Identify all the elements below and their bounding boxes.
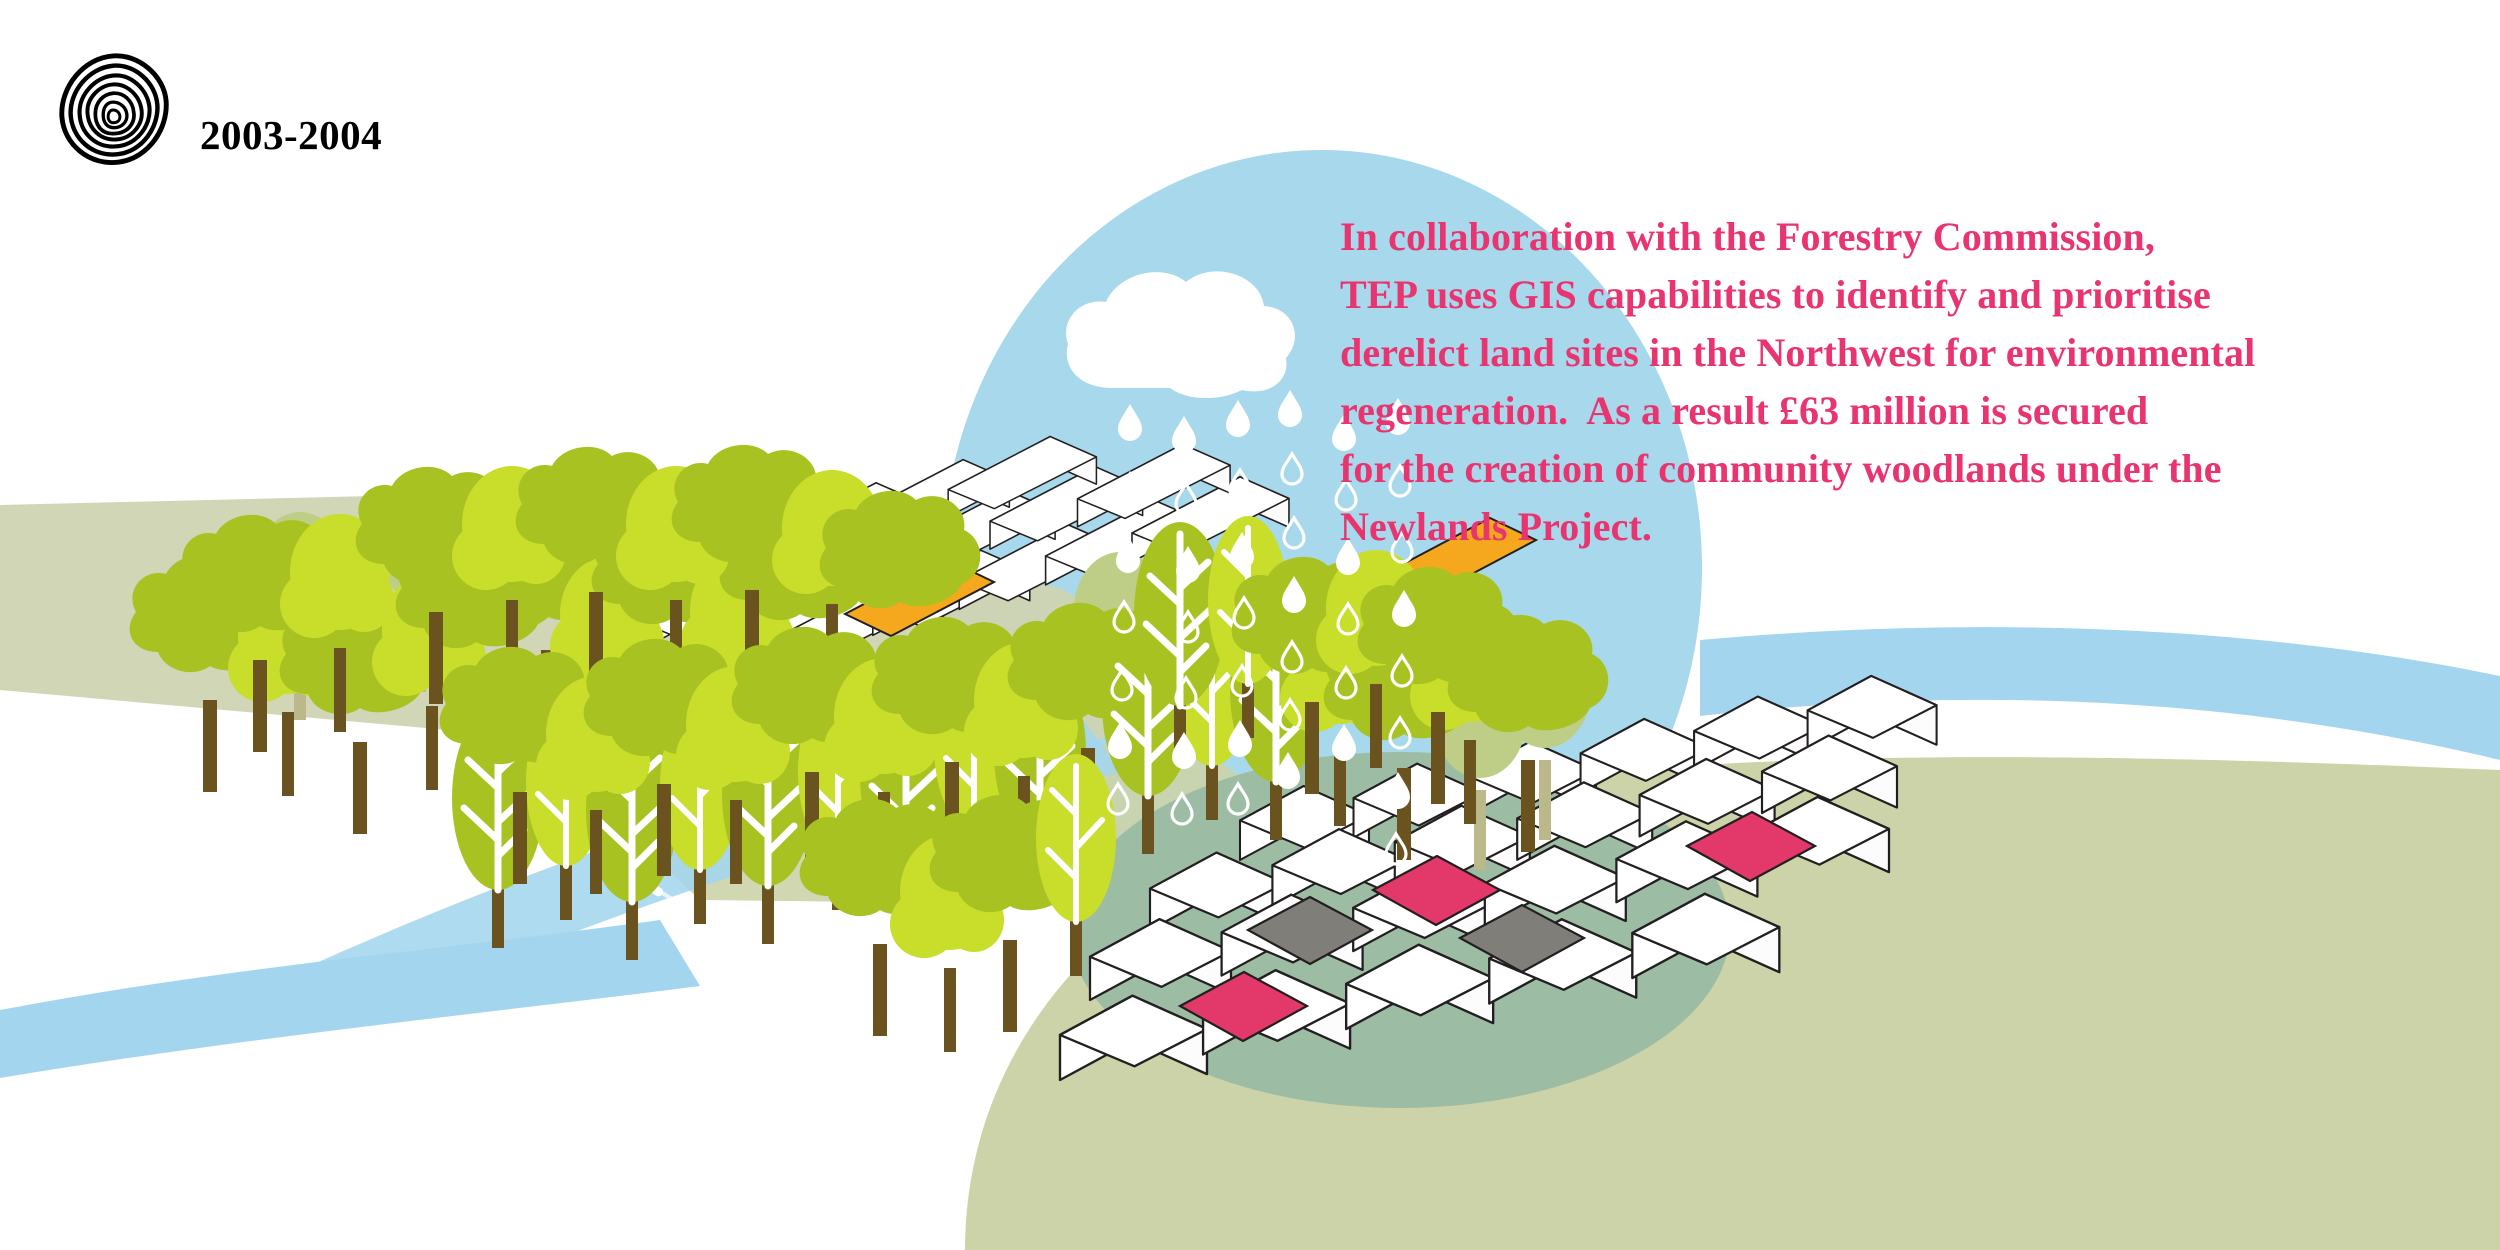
copy-line-4: regeneration. As a result £63 million is… [1340, 388, 2149, 433]
roof-accent-pink-lower [1177, 810, 1818, 1043]
rain-cloud [1066, 271, 1295, 399]
copy-line-3: derelict land sites in the Northwest for… [1340, 330, 2256, 375]
copy-line-1: In collaboration with the Forestry Commi… [1340, 214, 2155, 259]
river-band-right [1700, 627, 2500, 760]
copy-line-2: TEP uses GIS capabilities to identify an… [1340, 272, 2211, 317]
year-range-label: 2003-2004 [200, 111, 383, 158]
copy-line-5: for the creation of community woodlands … [1340, 446, 2222, 491]
housing-cluster-lower[interactable] [1058, 674, 1938, 1082]
roof-accent-grey-lower [1245, 895, 1587, 974]
footpath [635, 875, 805, 977]
copy-line-6: Newlands Project. [1340, 504, 1653, 549]
tree-rings-icon [59, 53, 169, 165]
description-paragraph: In collaboration with the Forestry Commi… [1340, 208, 2460, 556]
brand-block: 2003-2004 [56, 50, 382, 168]
